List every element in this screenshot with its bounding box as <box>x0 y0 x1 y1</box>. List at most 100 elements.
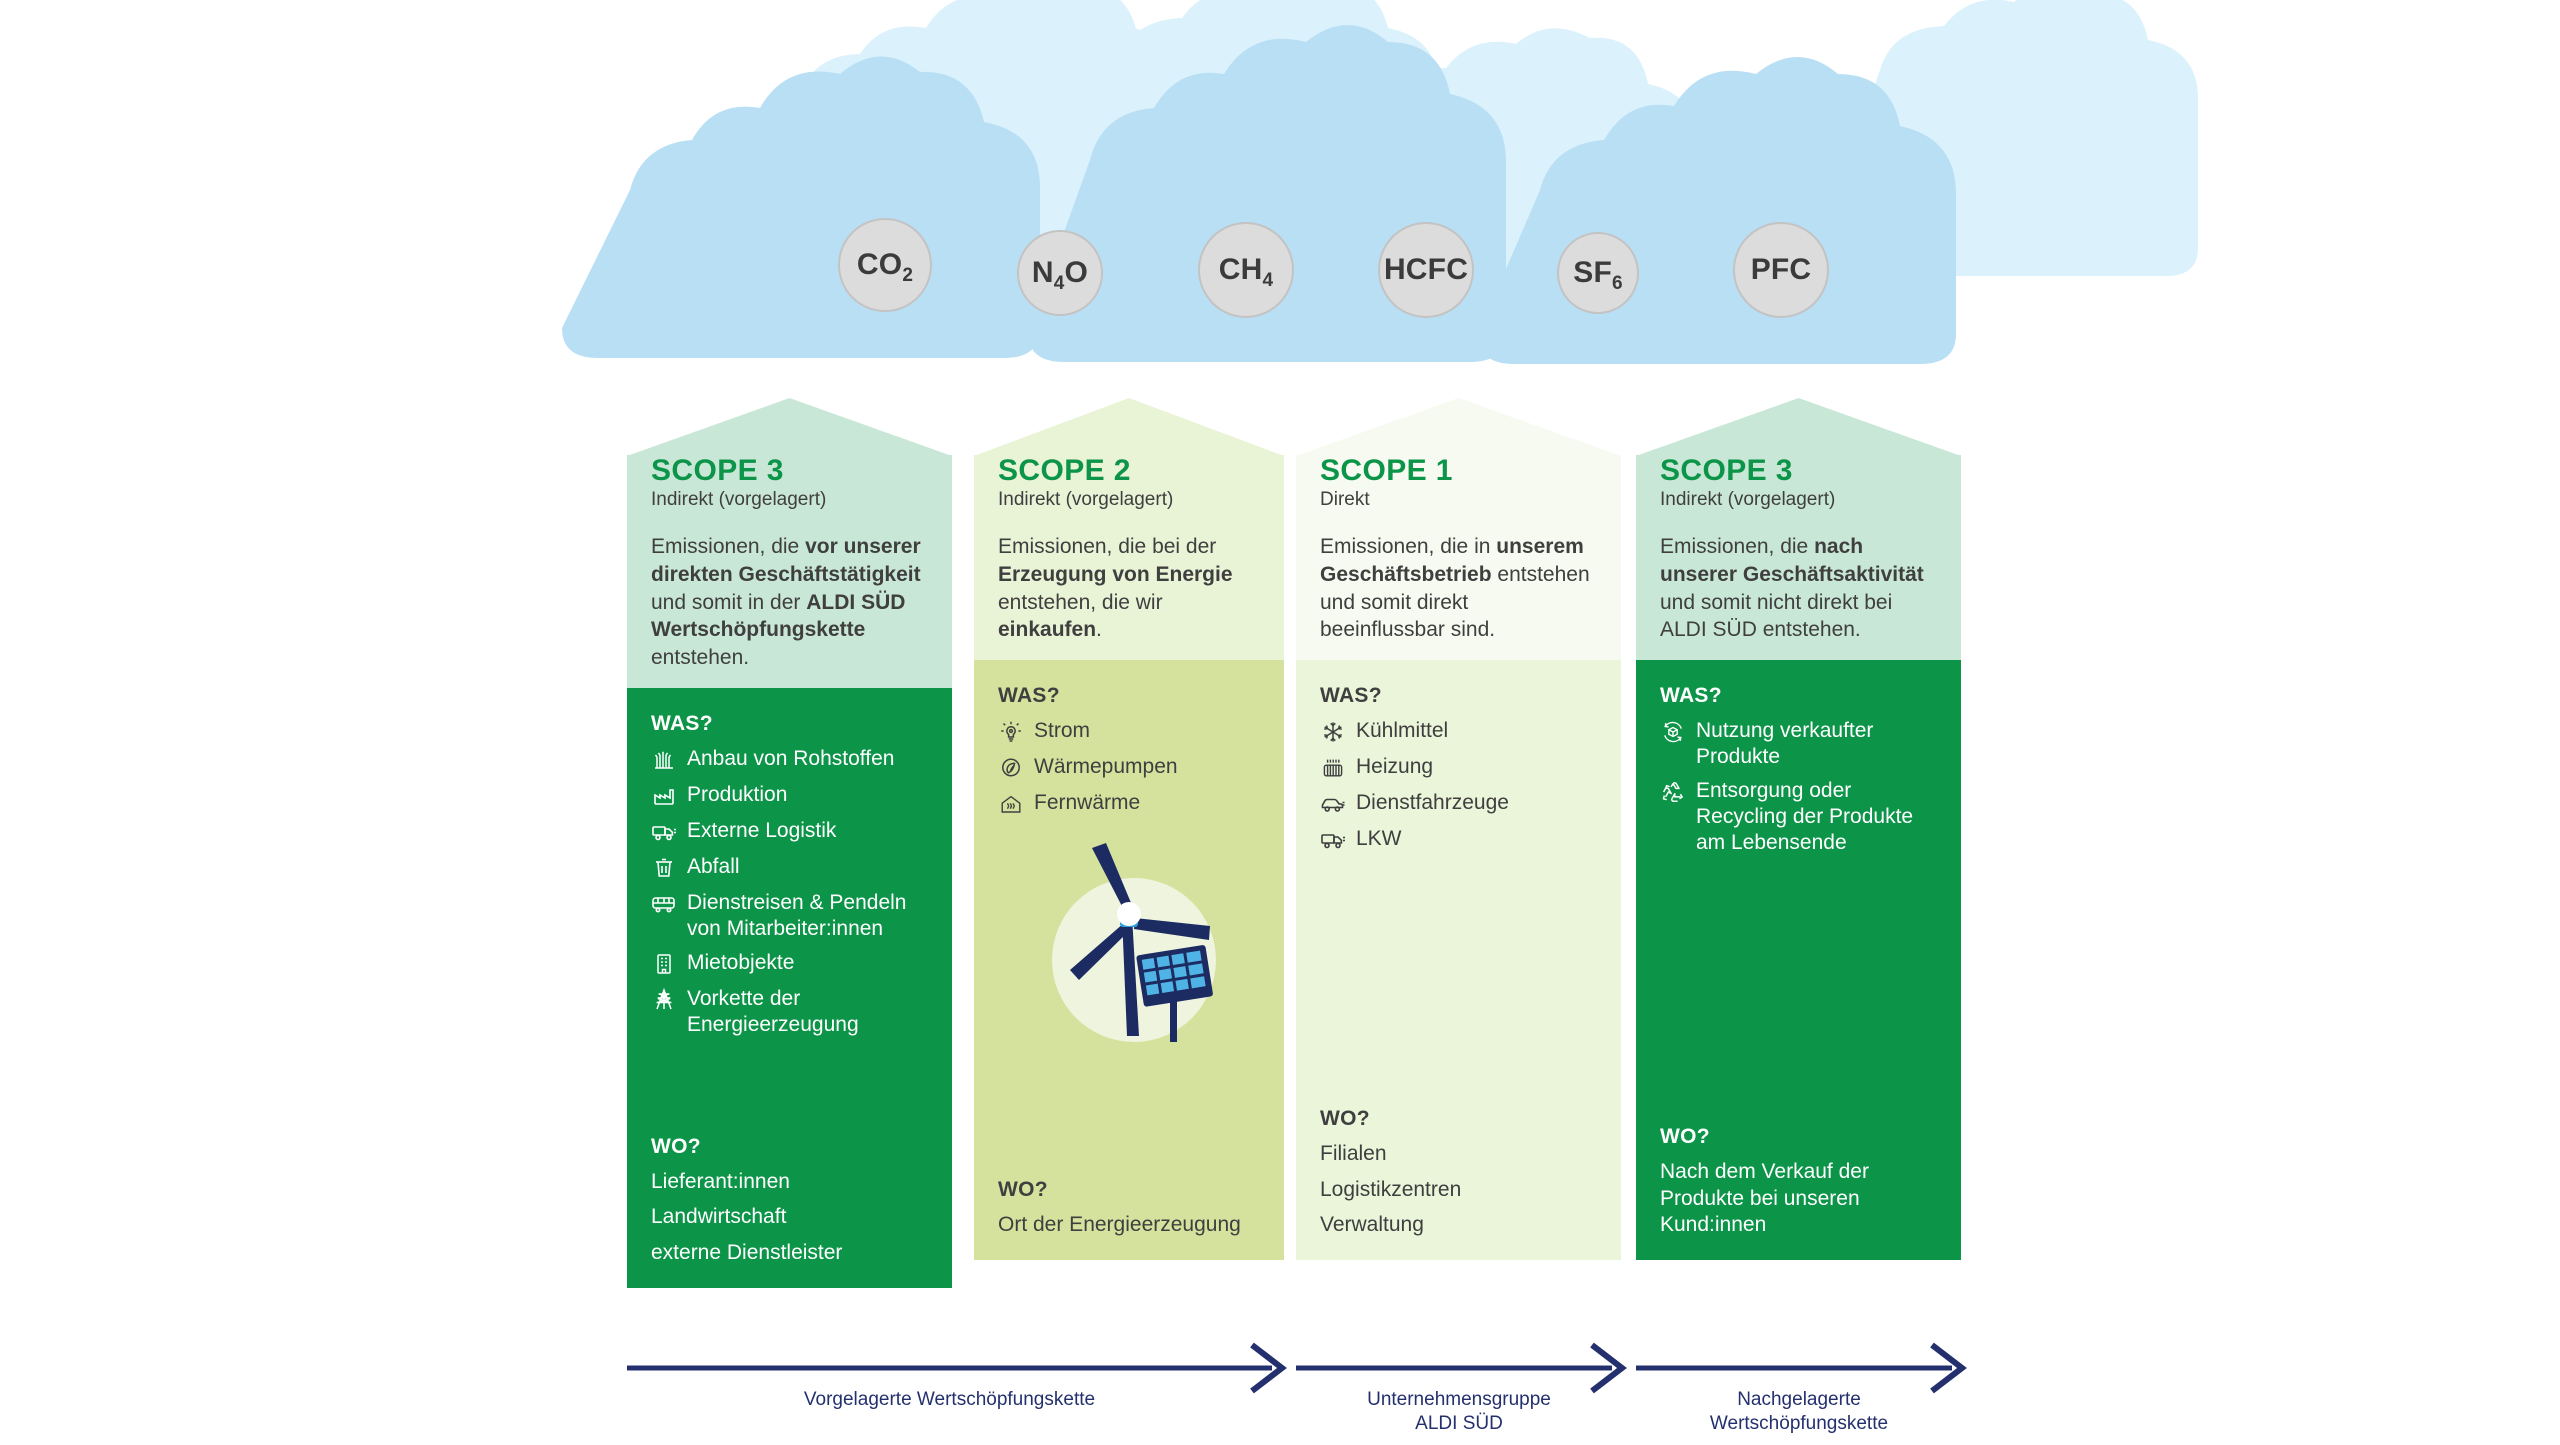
gas-formula: N4O <box>1031 256 1089 294</box>
was-item-label: Anbau von Rohstoffen <box>687 746 895 770</box>
was-item: Fernwärme <box>998 790 1260 817</box>
was-item-label: Externe Logistik <box>687 818 837 842</box>
office-building-icon <box>651 951 677 977</box>
was-item: Nutzung verkaufter Produkte <box>1660 718 1937 769</box>
gas-formula: CO2 <box>856 248 914 286</box>
wo-heading: WO? <box>651 1135 701 1159</box>
scope-title: SCOPE 3 <box>651 454 784 487</box>
wo-item: Landwirtschaft <box>651 1205 787 1229</box>
greenhouse-gas-cloud-group: CO2 N4O CH4 HCFC SF6 PFC <box>0 0 2560 420</box>
was-item-label: Abfall <box>687 854 740 878</box>
was-item: Wärmepumpen <box>998 754 1260 781</box>
bus-icon <box>651 891 677 917</box>
was-heading: WAS? <box>651 711 713 735</box>
product-use-cycle-icon <box>1660 719 1686 745</box>
was-item-label: Dienstfahrzeuge <box>1356 791 1509 815</box>
delivery-truck-icon <box>651 819 677 845</box>
gas-badge-hcfc: HCFC <box>1378 222 1474 318</box>
wo-item: externe Dienstleister <box>651 1240 843 1264</box>
was-item: Kühlmittel <box>1320 718 1597 745</box>
scope-subtitle: Indirekt (vorgelagert) <box>1660 488 1836 510</box>
wo-heading: WO? <box>1320 1107 1370 1131</box>
was-item-label: Wärmepumpen <box>1034 755 1178 779</box>
column-roof <box>1636 398 1961 456</box>
lightbulb-icon <box>998 719 1024 745</box>
was-item-label: Nutzung verkaufter Produkte <box>1696 719 1874 768</box>
column-roof <box>974 398 1284 456</box>
was-item: Anbau von Rohstoffen <box>651 746 928 773</box>
wo-item: Ort der Energieerzeugung <box>998 1212 1241 1236</box>
was-item: Dienstfahrzeuge <box>1320 790 1597 817</box>
was-item-label: Produktion <box>687 782 788 806</box>
trash-bin-icon <box>651 855 677 881</box>
wo-item-list: Nach dem Verkauf der Produkte bei unsere… <box>1660 1159 1937 1238</box>
was-item: Produktion <box>651 782 928 809</box>
wo-item-list: Ort der Energieerzeugung <box>998 1212 1260 1238</box>
was-item: Strom <box>998 718 1260 745</box>
wo-item: Filialen <box>1320 1142 1387 1166</box>
was-item-label: Vorkette der Energieerzeugung <box>687 987 859 1036</box>
was-item: Entsorgung oder Recycling der Produkte a… <box>1660 778 1937 855</box>
scope-title: SCOPE 1 <box>1320 454 1453 487</box>
power-pylon-icon <box>651 987 677 1013</box>
delivery-truck-icon <box>1320 827 1346 853</box>
gas-badge-methane: CH4 <box>1198 222 1294 318</box>
scope-description: Emissionen, die nach unserer Geschäftsak… <box>1660 535 1924 642</box>
was-item: Heizung <box>1320 754 1597 781</box>
was-item-label: Heizung <box>1356 755 1434 779</box>
gas-formula: SF6 <box>1573 256 1623 294</box>
factory-icon <box>651 783 677 809</box>
crop-field-icon <box>651 747 677 773</box>
was-item: LKW <box>1320 826 1597 853</box>
wo-item: Nach dem Verkauf der Produkte bei unsere… <box>1660 1160 1869 1236</box>
gas-formula: HCFC <box>1383 253 1469 286</box>
gas-badge-pfc: PFC <box>1733 222 1829 318</box>
wo-heading: WO? <box>998 1177 1048 1201</box>
car-icon <box>1320 791 1346 817</box>
was-item-label: Mietobjekte <box>687 951 795 975</box>
was-heading: WAS? <box>1320 684 1382 708</box>
was-item: Dienstreisen & Pendeln von Mitarbeiter:i… <box>651 890 928 941</box>
was-item: Mietobjekte <box>651 950 928 977</box>
scope-description: Emissionen, die vor unserer direkten Ges… <box>651 535 921 670</box>
wo-item: Lieferant:innen <box>651 1170 790 1194</box>
column-roof <box>1296 398 1621 456</box>
was-item-label: Strom <box>1034 719 1091 743</box>
was-item: Vorkette der Energieerzeugung <box>651 986 928 1037</box>
wo-block: WO? Ort der Energieerzeugung <box>998 1178 1260 1238</box>
recycling-icon <box>1660 779 1686 805</box>
was-item: Externe Logistik <box>651 818 928 845</box>
wo-block: WO? Nach dem Verkauf der Produkte bei uns… <box>1660 1125 1937 1238</box>
radiator-icon <box>1320 755 1346 781</box>
district-heating-icon <box>998 791 1024 817</box>
was-item-label: Fernwärme <box>1034 791 1141 815</box>
was-item-label: Entsorgung oder Recycling der Produkte a… <box>1696 779 1914 854</box>
snowflake-icon <box>1320 719 1346 745</box>
wo-item: Verwaltung <box>1320 1212 1424 1236</box>
was-item-label: Kühlmittel <box>1356 719 1449 743</box>
was-item: Abfall <box>651 854 928 881</box>
gas-formula: PFC <box>1750 253 1812 286</box>
scope-subtitle: Indirekt (vorgelagert) <box>651 488 827 510</box>
wo-heading: WO? <box>1660 1125 1710 1149</box>
column-roof <box>627 398 952 456</box>
scope-title: SCOPE 2 <box>998 454 1131 487</box>
scope-subtitle: Indirekt (vorgelagert) <box>998 488 1174 510</box>
